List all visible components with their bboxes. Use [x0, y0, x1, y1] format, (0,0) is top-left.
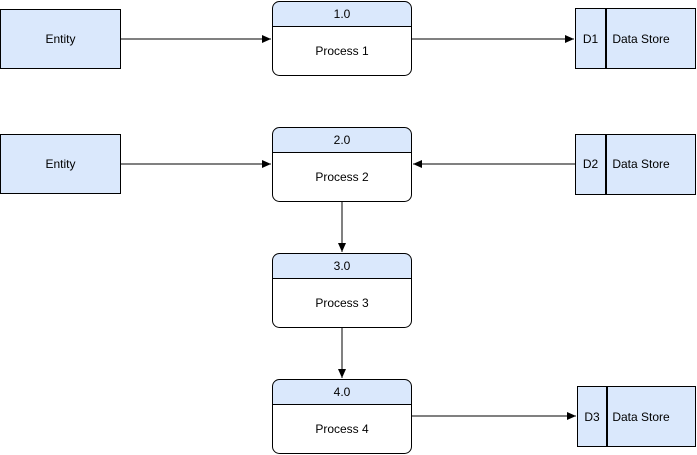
data-store-d3-id: D3	[584, 410, 600, 424]
process-1-number: 1.0	[334, 7, 351, 21]
entity-1-label: Entity	[45, 32, 75, 46]
entity-2[interactable]: Entity	[0, 134, 121, 194]
process-1-label: Process 1	[315, 44, 369, 58]
process-3-number: 3.0	[334, 259, 351, 273]
process-4-label: Process 4	[315, 422, 369, 436]
process-2-number: 2.0	[334, 133, 351, 147]
process-1[interactable]: 1.0 Process 1	[272, 1, 412, 76]
process-4[interactable]: 4.0 Process 4	[272, 379, 412, 454]
data-store-d1-id: D1	[583, 32, 599, 46]
process-3-label: Process 3	[315, 296, 369, 310]
data-store-d2[interactable]: D2 Data Store	[575, 134, 696, 195]
data-store-d2-label: Data Store	[612, 157, 670, 171]
data-store-d1-label: Data Store	[612, 32, 670, 46]
process-2[interactable]: 2.0 Process 2	[272, 127, 412, 202]
data-store-d1[interactable]: D1 Data Store	[575, 8, 696, 69]
process-3[interactable]: 3.0 Process 3	[272, 253, 412, 328]
data-store-d2-id: D2	[583, 157, 599, 171]
entity-1[interactable]: Entity	[0, 9, 121, 69]
data-store-d3[interactable]: D3 Data Store	[577, 386, 696, 447]
process-2-label: Process 2	[315, 170, 369, 184]
entity-2-label: Entity	[45, 157, 75, 171]
process-4-number: 4.0	[334, 385, 351, 399]
data-store-d3-label: Data Store	[612, 410, 670, 424]
